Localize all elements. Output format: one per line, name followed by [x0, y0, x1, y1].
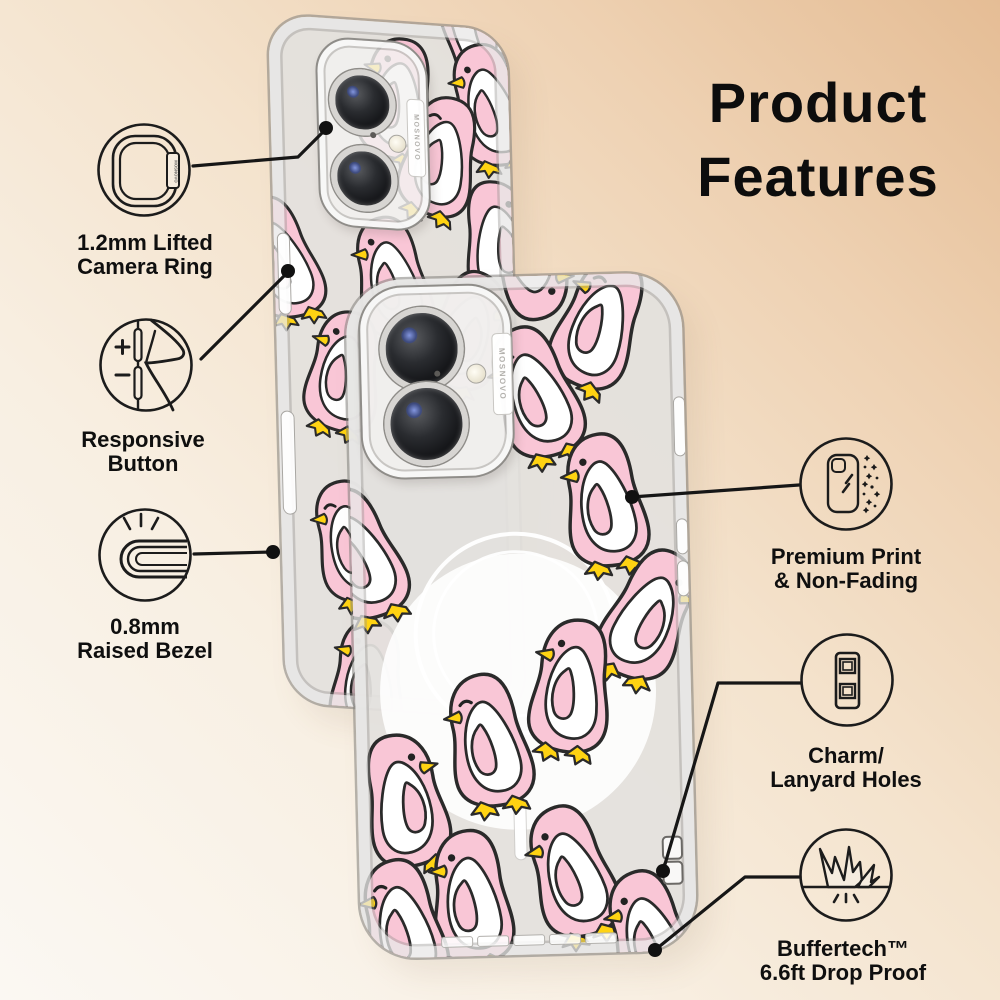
- bottom-port-cutout: [441, 936, 474, 948]
- feature-label-raised-bezel: 0.8mm Raised Bezel: [35, 615, 255, 662]
- side-button-power: [672, 396, 687, 457]
- camera-ring-icon: MOSNOVO: [97, 123, 191, 217]
- camera-lens-icon: [383, 380, 470, 468]
- brand-microtext: MOSNOVO: [174, 160, 179, 183]
- feature-label-line: Buffertech™: [776, 936, 909, 961]
- feature-label-line: Responsive: [81, 427, 205, 452]
- charm-lanyard-holes-icon: [800, 633, 894, 727]
- side-button-volume-down: [676, 560, 690, 597]
- bottom-port-cutout: [548, 933, 582, 946]
- premium-print-icon: [799, 437, 893, 531]
- phone-case-front: MOSNOVO: [345, 272, 698, 959]
- feature-label-premium-print: Premium Print & Non-Fading: [736, 545, 956, 592]
- flash-icon: [388, 134, 407, 154]
- title-line-1: Product: [708, 71, 928, 134]
- brand-logo: MOSNOVO: [406, 98, 427, 178]
- camera-lens-icon: [378, 305, 465, 393]
- feature-label-drop-proof: Buffertech™ 6.6ft Drop Proof: [723, 937, 963, 984]
- connector-line-raised-bezel: [192, 550, 274, 556]
- camera-module-back: MOSNOVO: [314, 35, 432, 234]
- responsive-button-icon: [99, 318, 193, 412]
- feature-label-line: Button: [107, 450, 179, 476]
- feature-label-lanyard-holes: Charm/ Lanyard Holes: [736, 744, 956, 791]
- page-title: Product Features: [648, 66, 988, 214]
- brand-logo: MOSNOVO: [491, 332, 514, 416]
- lanyard-hole: [662, 860, 684, 886]
- mic-dot: [370, 131, 377, 139]
- drop-proof-icon: [799, 828, 893, 922]
- penguin-pattern-front: [345, 272, 698, 959]
- feature-label-camera-ring: 1.2mm Lifted Camera Ring: [35, 231, 255, 278]
- feature-label-responsive-button: Responsive Button: [33, 428, 253, 475]
- feature-label-line: 0.8mm: [110, 614, 180, 639]
- feature-label-line: Premium Print: [770, 544, 922, 569]
- camera-lens-icon: [330, 143, 399, 214]
- bottom-port-cutout: [512, 934, 546, 947]
- feature-label-line: Camera Ring: [77, 253, 213, 279]
- lanyard-hole: [661, 835, 684, 861]
- bottom-port-cutout: [584, 932, 618, 945]
- feature-label-line: Charm/: [808, 743, 884, 768]
- sparkle-stars: [861, 455, 881, 514]
- feature-label-line: 6.6ft Drop Proof: [759, 959, 927, 985]
- camera-lens-icon: [328, 67, 397, 138]
- feature-label-line: Raised Bezel: [77, 637, 213, 663]
- bottom-port-cutout: [477, 935, 510, 947]
- connector-dot: [266, 545, 280, 559]
- feature-label-line: & Non-Fading: [773, 567, 919, 593]
- feature-label-line: Lanyard Holes: [770, 766, 922, 792]
- raised-bezel-icon: [98, 508, 192, 602]
- feature-label-line: 1.2mm Lifted: [77, 230, 213, 255]
- side-button-volume: [276, 232, 292, 316]
- title-line-2: Features: [697, 144, 939, 208]
- flash-icon: [466, 363, 487, 384]
- side-button-lower: [280, 410, 298, 516]
- side-button-volume-up: [675, 518, 689, 555]
- camera-module-front: MOSNOVO: [357, 282, 516, 481]
